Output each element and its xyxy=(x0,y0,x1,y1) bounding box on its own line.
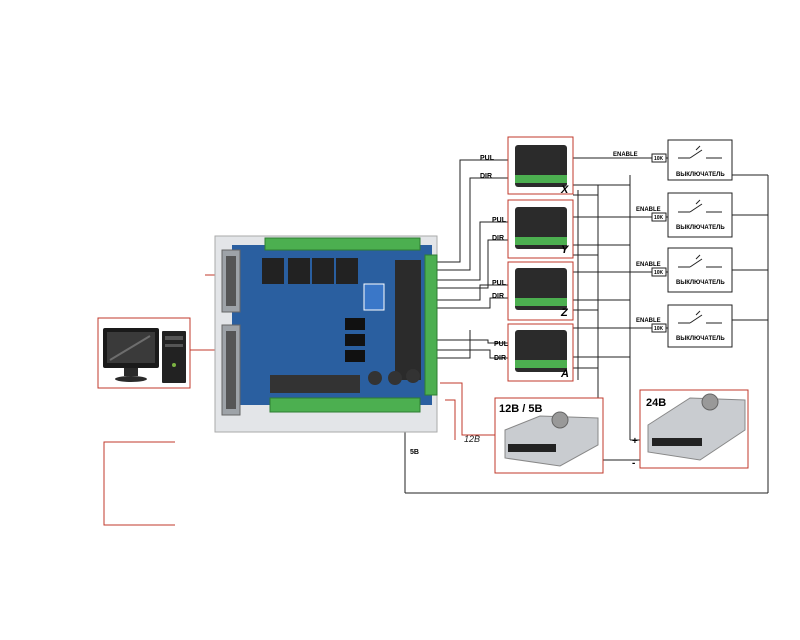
switch-symbol-icon xyxy=(678,145,722,159)
psu-24v-plus: + xyxy=(632,436,638,447)
switch-4-enable-label: ENABLE xyxy=(636,318,661,324)
switch-1-label: ВЫКЛЮЧАТЕЛЬ xyxy=(676,172,725,178)
driver-z-pul-label: PUL xyxy=(492,280,507,287)
switch-symbol-icon xyxy=(678,254,722,268)
breakout-board xyxy=(214,235,438,433)
desktop-computer-icon xyxy=(103,328,186,383)
driver-y-pul-label: PUL xyxy=(492,217,507,224)
switch-2-enable-label: ENABLE xyxy=(636,207,661,213)
computer xyxy=(97,317,191,389)
switch-2-resistor-label: 10K xyxy=(654,215,664,221)
driver-z: PUL DIR Z xyxy=(492,261,574,321)
driver-y-dir-label: DIR xyxy=(492,235,504,242)
driver-a-axis-label: A xyxy=(560,368,569,380)
driver-a-dir-label: DIR xyxy=(494,355,506,362)
switch-3-label: ВЫКЛЮЧАТЕЛЬ xyxy=(676,280,725,286)
driver-x-dir-label: DIR xyxy=(480,173,492,180)
psu-12v-5v: 12В / 5В 12В xyxy=(464,397,604,474)
driver-z-dir-label: DIR xyxy=(492,293,504,300)
switch-symbol-icon xyxy=(678,199,722,213)
switch-4-resistor-label: 10K xyxy=(654,326,664,332)
switch-3-resistor-label: 10K xyxy=(654,270,664,276)
switch-4: ENABLE 10K ВЫКЛЮЧАТЕЛЬ xyxy=(636,304,733,348)
driver-y: PUL DIR Y xyxy=(492,199,574,259)
driver-a: PUL DIR A xyxy=(494,323,574,382)
switch-4-label: ВЫКЛЮЧАТЕЛЬ xyxy=(676,336,725,342)
psu-12v-wire-label: 12В xyxy=(464,434,480,444)
switch-1: ENABLE 10K ВЫКЛЮЧАТЕЛЬ xyxy=(613,139,733,181)
switch-3-enable-label: ENABLE xyxy=(636,262,661,268)
board-supply-label: 5В xyxy=(410,449,419,456)
driver-z-axis-label: Z xyxy=(560,307,569,319)
psu-12v-5v-title: 12В / 5В xyxy=(499,403,542,415)
psu-24v: 24В + - xyxy=(632,389,749,469)
switch-symbol-icon xyxy=(678,310,722,324)
psu-24v-minus: - xyxy=(632,458,635,469)
driver-x: PUL DIR X xyxy=(480,136,574,196)
power-supply-icon xyxy=(647,393,746,461)
switch-2-label: ВЫКЛЮЧАТЕЛЬ xyxy=(676,225,725,231)
red-wiring xyxy=(103,274,495,526)
switch-2: ENABLE 10K ВЫКЛЮЧАТЕЛЬ xyxy=(636,192,733,238)
switch-1-resistor-label: 10K xyxy=(654,156,664,162)
driver-y-axis-label: Y xyxy=(561,244,570,256)
breakout-board-icon xyxy=(221,237,438,416)
driver-x-axis-label: X xyxy=(560,184,569,196)
switch-3: ENABLE 10K ВЫКЛЮЧАТЕЛЬ xyxy=(636,247,733,293)
driver-a-pul-label: PUL xyxy=(494,341,509,348)
switch-1-enable-label: ENABLE xyxy=(613,152,638,158)
driver-x-pul-label: PUL xyxy=(480,155,495,162)
psu-24v-title: 24В xyxy=(646,397,666,409)
power-supply-icon xyxy=(504,411,599,467)
